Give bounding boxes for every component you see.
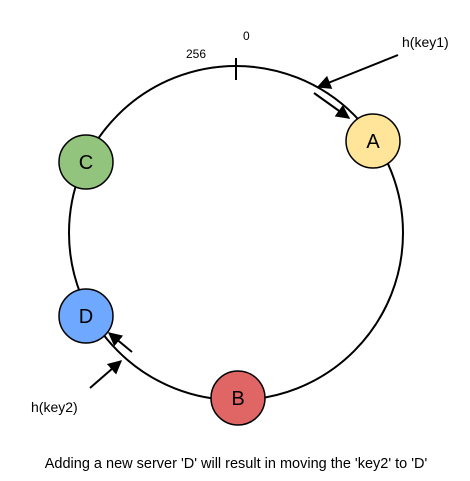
server-node-a-circle bbox=[345, 113, 401, 169]
key1-pointer-arrow bbox=[316, 54, 399, 89]
server-node-b-circle bbox=[210, 370, 266, 426]
hash-ring bbox=[68, 65, 404, 401]
key2-label: h(key2) bbox=[31, 399, 78, 415]
server-node-c-label: C bbox=[79, 152, 93, 174]
ring-label-zero: 0 bbox=[243, 29, 250, 43]
server-node-d-label: D bbox=[79, 306, 93, 328]
server-node-b: B bbox=[210, 370, 266, 426]
key1-move-arrow bbox=[313, 92, 351, 119]
server-node-c-circle bbox=[58, 134, 114, 190]
server-node-a: A bbox=[345, 113, 401, 169]
ring-label-max: 256 bbox=[186, 47, 206, 61]
key2-pointer-arrow bbox=[89, 360, 123, 389]
server-node-b-label: B bbox=[231, 388, 244, 410]
server-node-d-circle bbox=[58, 288, 114, 344]
key2-move-arrow bbox=[107, 332, 133, 353]
server-node-c: C bbox=[58, 134, 114, 190]
key1-label: h(key1) bbox=[402, 34, 449, 50]
diagram-caption: Adding a new server 'D' will result in m… bbox=[45, 456, 428, 472]
server-node-d: D bbox=[58, 288, 114, 344]
server-node-a-label: A bbox=[366, 131, 380, 153]
